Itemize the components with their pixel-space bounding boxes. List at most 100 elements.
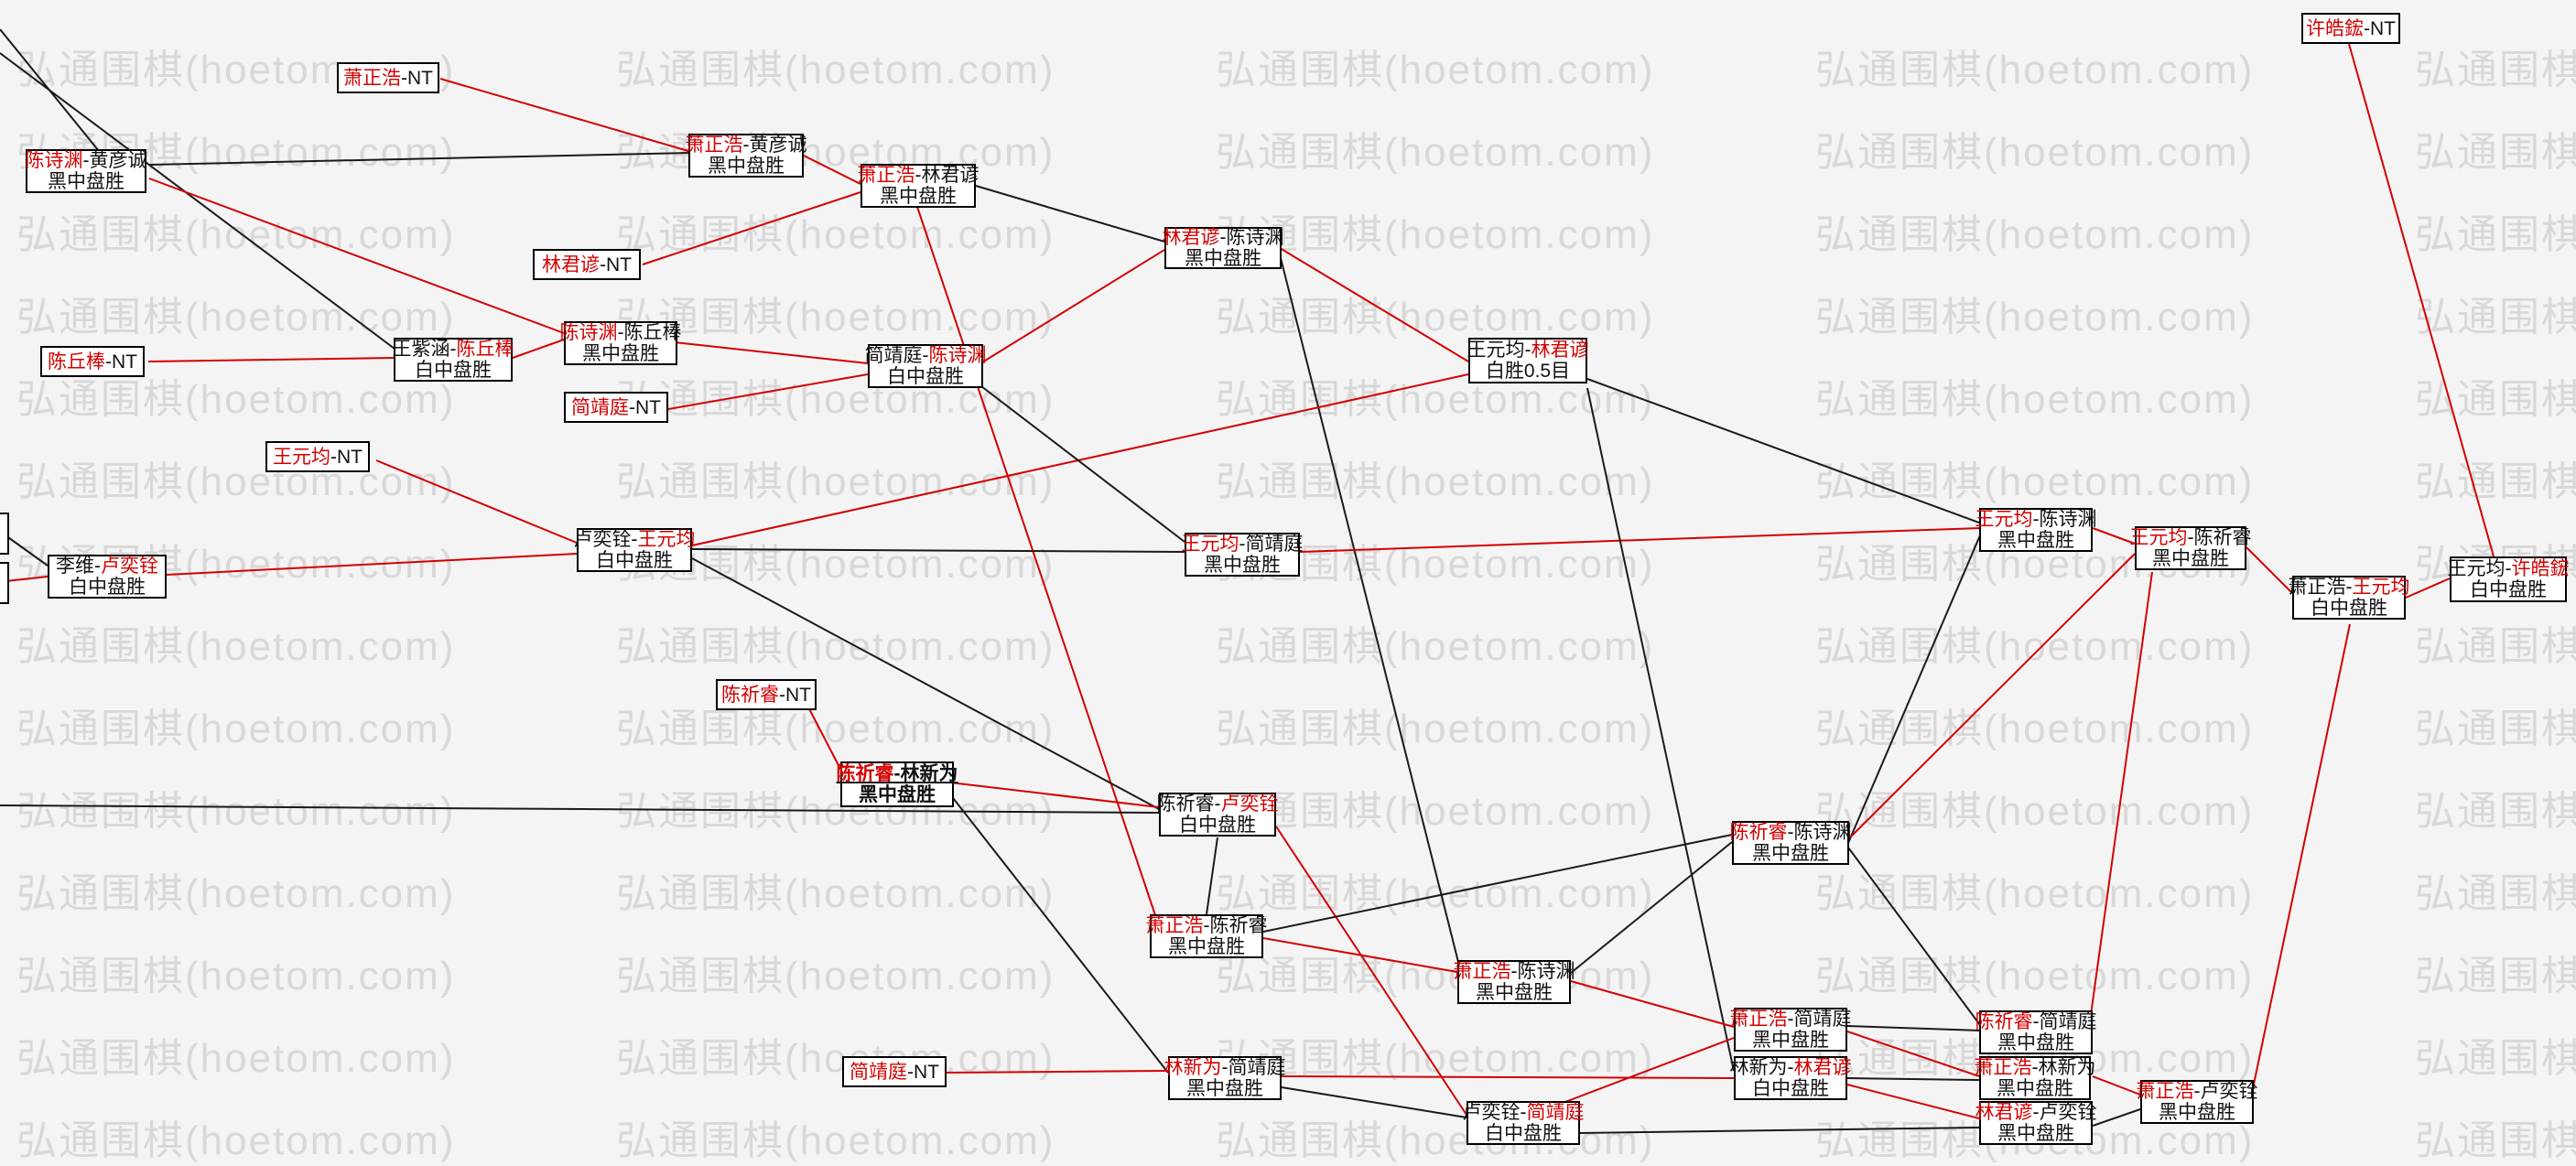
- player-name: 陈祈睿: [721, 684, 779, 706]
- connector-line: [1848, 553, 2136, 839]
- match-box-xiao-linxw: 萧正浩-林新为黑中盘胜: [1975, 1056, 2096, 1100]
- watermark-text: 弘通围棋(hoetom.com): [2415, 954, 2576, 999]
- match-box-wangyj-jianjt: 王元均-简靖庭黑中盘胜: [1181, 533, 1304, 577]
- match-players: 萧正浩-NT: [343, 68, 433, 89]
- match-result: 黑中盘胜: [1186, 1078, 1263, 1099]
- player-name: 陈祈睿: [1209, 915, 1268, 936]
- watermark-text: 弘通围棋(hoetom.com): [1815, 707, 2255, 751]
- match-players: 林新为-简靖庭: [1164, 1057, 1286, 1078]
- vs-dash: -: [105, 351, 112, 372]
- watermark-text: 弘通围棋(hoetom.com): [2415, 48, 2576, 92]
- watermark-text: 弘通围棋(hoetom.com): [1216, 459, 1655, 504]
- match-box-chenqr-luyq: 陈祈睿-卢奕铨白中盘胜: [1157, 793, 1279, 837]
- connector-line: [2405, 578, 2451, 599]
- match-players: 陈丘棒-NT: [48, 351, 137, 372]
- match-box-linjy-nt: 林君谚-NT: [533, 249, 641, 280]
- player-name: 林新为: [900, 763, 958, 784]
- connector-line: [1847, 847, 1981, 1026]
- match-result: 黑中盘胜: [1997, 1078, 2073, 1099]
- vs-dash: -: [2364, 17, 2370, 39]
- connector-line: [1570, 841, 1733, 974]
- watermark-text: 弘通围棋(hoetom.com): [1815, 954, 2255, 999]
- match-box-xuhh-nt: 许皓鋐-NT: [2301, 13, 2400, 44]
- player-name: 王元均: [637, 529, 696, 550]
- player-name: 萧正浩: [1145, 915, 1204, 936]
- watermark-text: 弘通围棋(hoetom.com): [2415, 871, 2576, 916]
- watermark-text: 弘通围棋(hoetom.com): [1216, 295, 1655, 340]
- connector-line: [2092, 1075, 2141, 1096]
- player-name: 王元均: [273, 446, 330, 468]
- watermark-text: 弘通围棋(hoetom.com): [16, 789, 456, 834]
- watermark-text: 弘通围棋(hoetom.com): [1216, 707, 1655, 751]
- match-result: 黑中盘胜: [1204, 555, 1281, 576]
- connector-line: [667, 373, 869, 410]
- watermark-text: 弘通围棋(hoetom.com): [1815, 212, 2255, 257]
- match-box-chen-huang: 陈诗渊-黄彦诚黑中盘胜: [26, 149, 147, 193]
- player-name: 萧正浩: [2136, 1081, 2194, 1102]
- match-result: 黑中盘胜: [2152, 548, 2229, 569]
- match-box-partial-box-1: [0, 513, 9, 555]
- match-box-wangzh-chenqb: 王紫涵-陈丘棒白中盘胜: [393, 338, 514, 382]
- player-name: 林君谚: [1162, 227, 1220, 248]
- watermark-text: 弘通围棋(hoetom.com): [2415, 789, 2576, 834]
- connector-line: [5, 576, 49, 582]
- connector-line: [691, 557, 1160, 810]
- player-name: NT: [606, 254, 632, 275]
- vs-dash: -: [1219, 227, 1227, 248]
- match-box-chenqr-chensy: 陈祈睿-陈诗渊黑中盘胜: [1730, 821, 1852, 865]
- player-name: 卢奕铨: [2039, 1102, 2097, 1123]
- match-players: 萧正浩-黄彦诚: [686, 135, 807, 156]
- player-name: 简靖庭: [864, 345, 923, 366]
- match-result: 白中盘胜: [1485, 1123, 1562, 1144]
- connector-line: [977, 249, 1165, 366]
- match-box-xiao-linjy: 萧正浩-林君谚黑中盘胜: [858, 164, 980, 208]
- player-name: 卢奕铨: [1462, 1102, 1521, 1123]
- match-box-linxw-jianjt: 林新为-简靖庭黑中盘胜: [1164, 1056, 1286, 1100]
- watermark-text: 弘通围棋(hoetom.com): [1815, 624, 2255, 669]
- connector-line: [1279, 247, 1469, 362]
- match-result: 黑中盘胜: [1997, 1123, 2074, 1144]
- player-name: 简靖庭: [571, 396, 629, 418]
- connector-line: [2250, 623, 2351, 1098]
- player-name: NT: [914, 1061, 939, 1083]
- match-players: 许皓鋐-NT: [2306, 18, 2396, 39]
- match-players: 李维-卢奕铨: [56, 556, 158, 577]
- match-box-linjy-luyq: 林君谚-卢奕铨黑中盘胜: [1975, 1101, 2097, 1145]
- watermark-text: 弘通围棋(hoetom.com): [16, 624, 456, 669]
- vs-dash: -: [330, 446, 337, 468]
- connector-line: [1586, 378, 1980, 524]
- match-result: 黑中盘胜: [708, 156, 785, 177]
- watermark-text: 弘通围棋(hoetom.com): [1216, 954, 1655, 999]
- watermark-text: 弘通围棋(hoetom.com): [616, 1036, 1055, 1081]
- watermark-text: 弘通围棋(hoetom.com): [1815, 377, 2255, 422]
- match-result: 白中盘胜: [1179, 815, 1256, 836]
- match-players: 萧正浩-王元均: [2289, 577, 2410, 598]
- player-name: 萧正浩: [1974, 1057, 2032, 1078]
- player-name: 黄彦诚: [89, 150, 147, 171]
- match-result: 黑中盘胜: [2159, 1102, 2235, 1123]
- player-name: 陈丘棒: [48, 351, 105, 372]
- match-box-xiao-wangyj: 萧正浩-王元均白中盘胜: [2289, 576, 2410, 620]
- connector-line: [1579, 1127, 1980, 1134]
- player-name: 陈祈睿: [836, 763, 894, 784]
- connector-line: [691, 548, 1185, 553]
- vs-dash: -: [600, 254, 606, 275]
- player-name: 陈丘棒: [456, 339, 514, 360]
- watermark-text: 弘通围棋(hoetom.com): [616, 295, 1055, 340]
- match-players: 萧正浩-简靖庭: [1730, 1009, 1852, 1030]
- match-players: 简靖庭-陈诗渊: [865, 345, 987, 366]
- player-name: 王元均: [2352, 577, 2410, 598]
- vs-dash: -: [617, 322, 624, 343]
- connector-line: [1586, 387, 1735, 1072]
- player-name: 王元均: [1181, 534, 1239, 555]
- vs-dash: -: [907, 1061, 914, 1083]
- player-name: NT: [2370, 17, 2396, 39]
- match-players: 卢奕铨-简靖庭: [1463, 1102, 1585, 1123]
- watermark-text: 弘通围棋(hoetom.com): [16, 871, 456, 916]
- player-name: 林君谚: [1793, 1057, 1852, 1078]
- connector-line: [0, 804, 1160, 814]
- match-result: 黑中盘胜: [48, 171, 124, 192]
- watermark-text: 弘通围棋(hoetom.com): [16, 1036, 456, 1081]
- match-players: 王元均-林君谚: [1467, 340, 1589, 361]
- watermark-text: 弘通围棋(hoetom.com): [1815, 130, 2255, 175]
